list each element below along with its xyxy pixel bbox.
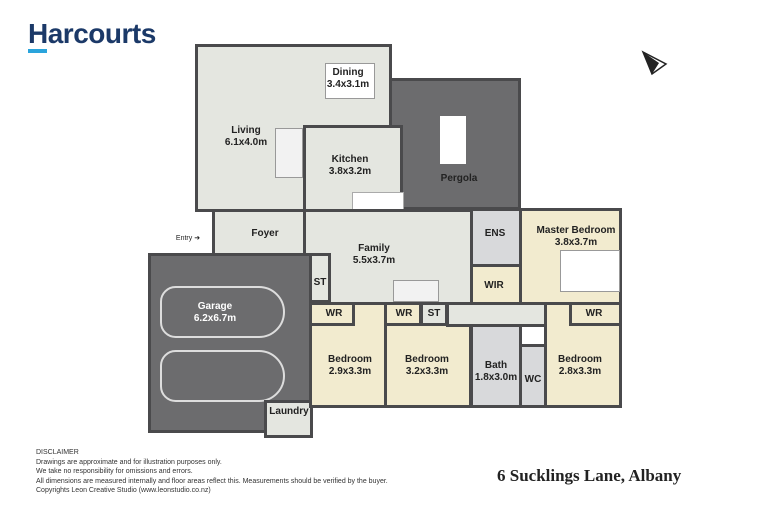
label-entry: Entry ➜ [175, 235, 201, 242]
label-pergola: Pergola [440, 173, 478, 184]
car-1 [160, 286, 285, 338]
label-st-1: ST [313, 277, 327, 288]
harcourts-logo: Harcourts [28, 18, 156, 49]
label-ens: ENS [484, 228, 506, 239]
label-wr-1: WR [325, 308, 343, 319]
master-bed [560, 250, 620, 292]
north-arrow-icon [641, 50, 668, 76]
disclaimer-line: We take no responsibility for omissions … [36, 468, 193, 475]
pergola-table [440, 116, 466, 164]
disclaimer: DISCLAIMER Drawings are approximate and … [36, 448, 388, 496]
label-wc: WC [524, 374, 542, 385]
sofa [275, 128, 303, 178]
label-wir: WIR [484, 280, 504, 291]
label-laundry: Laundry [269, 406, 309, 417]
room-laundry [264, 400, 313, 438]
disclaimer-title: DISCLAIMER [36, 449, 79, 456]
room-wr-1 [309, 302, 355, 326]
car-2 [160, 350, 285, 402]
disclaimer-line: Copyrights Leon Creative Studio (www.leo… [36, 487, 211, 494]
label-wr-2: WR [395, 308, 413, 319]
logo-accent [28, 49, 47, 53]
dining-table [325, 63, 375, 99]
family-sofa [393, 280, 439, 302]
label-wr-3: WR [585, 308, 603, 319]
disclaimer-line: All dimensions are measured internally a… [36, 477, 388, 485]
room-wr-3 [569, 302, 622, 326]
room-st-1 [309, 253, 331, 303]
label-st-2: ST [427, 308, 441, 319]
property-address: 6 Sucklings Lane, Albany [497, 466, 682, 485]
label-foyer: Foyer [251, 228, 279, 239]
arrow-right-icon: ➜ [194, 235, 201, 242]
disclaimer-line: Drawings are approximate and for illustr… [36, 458, 222, 466]
